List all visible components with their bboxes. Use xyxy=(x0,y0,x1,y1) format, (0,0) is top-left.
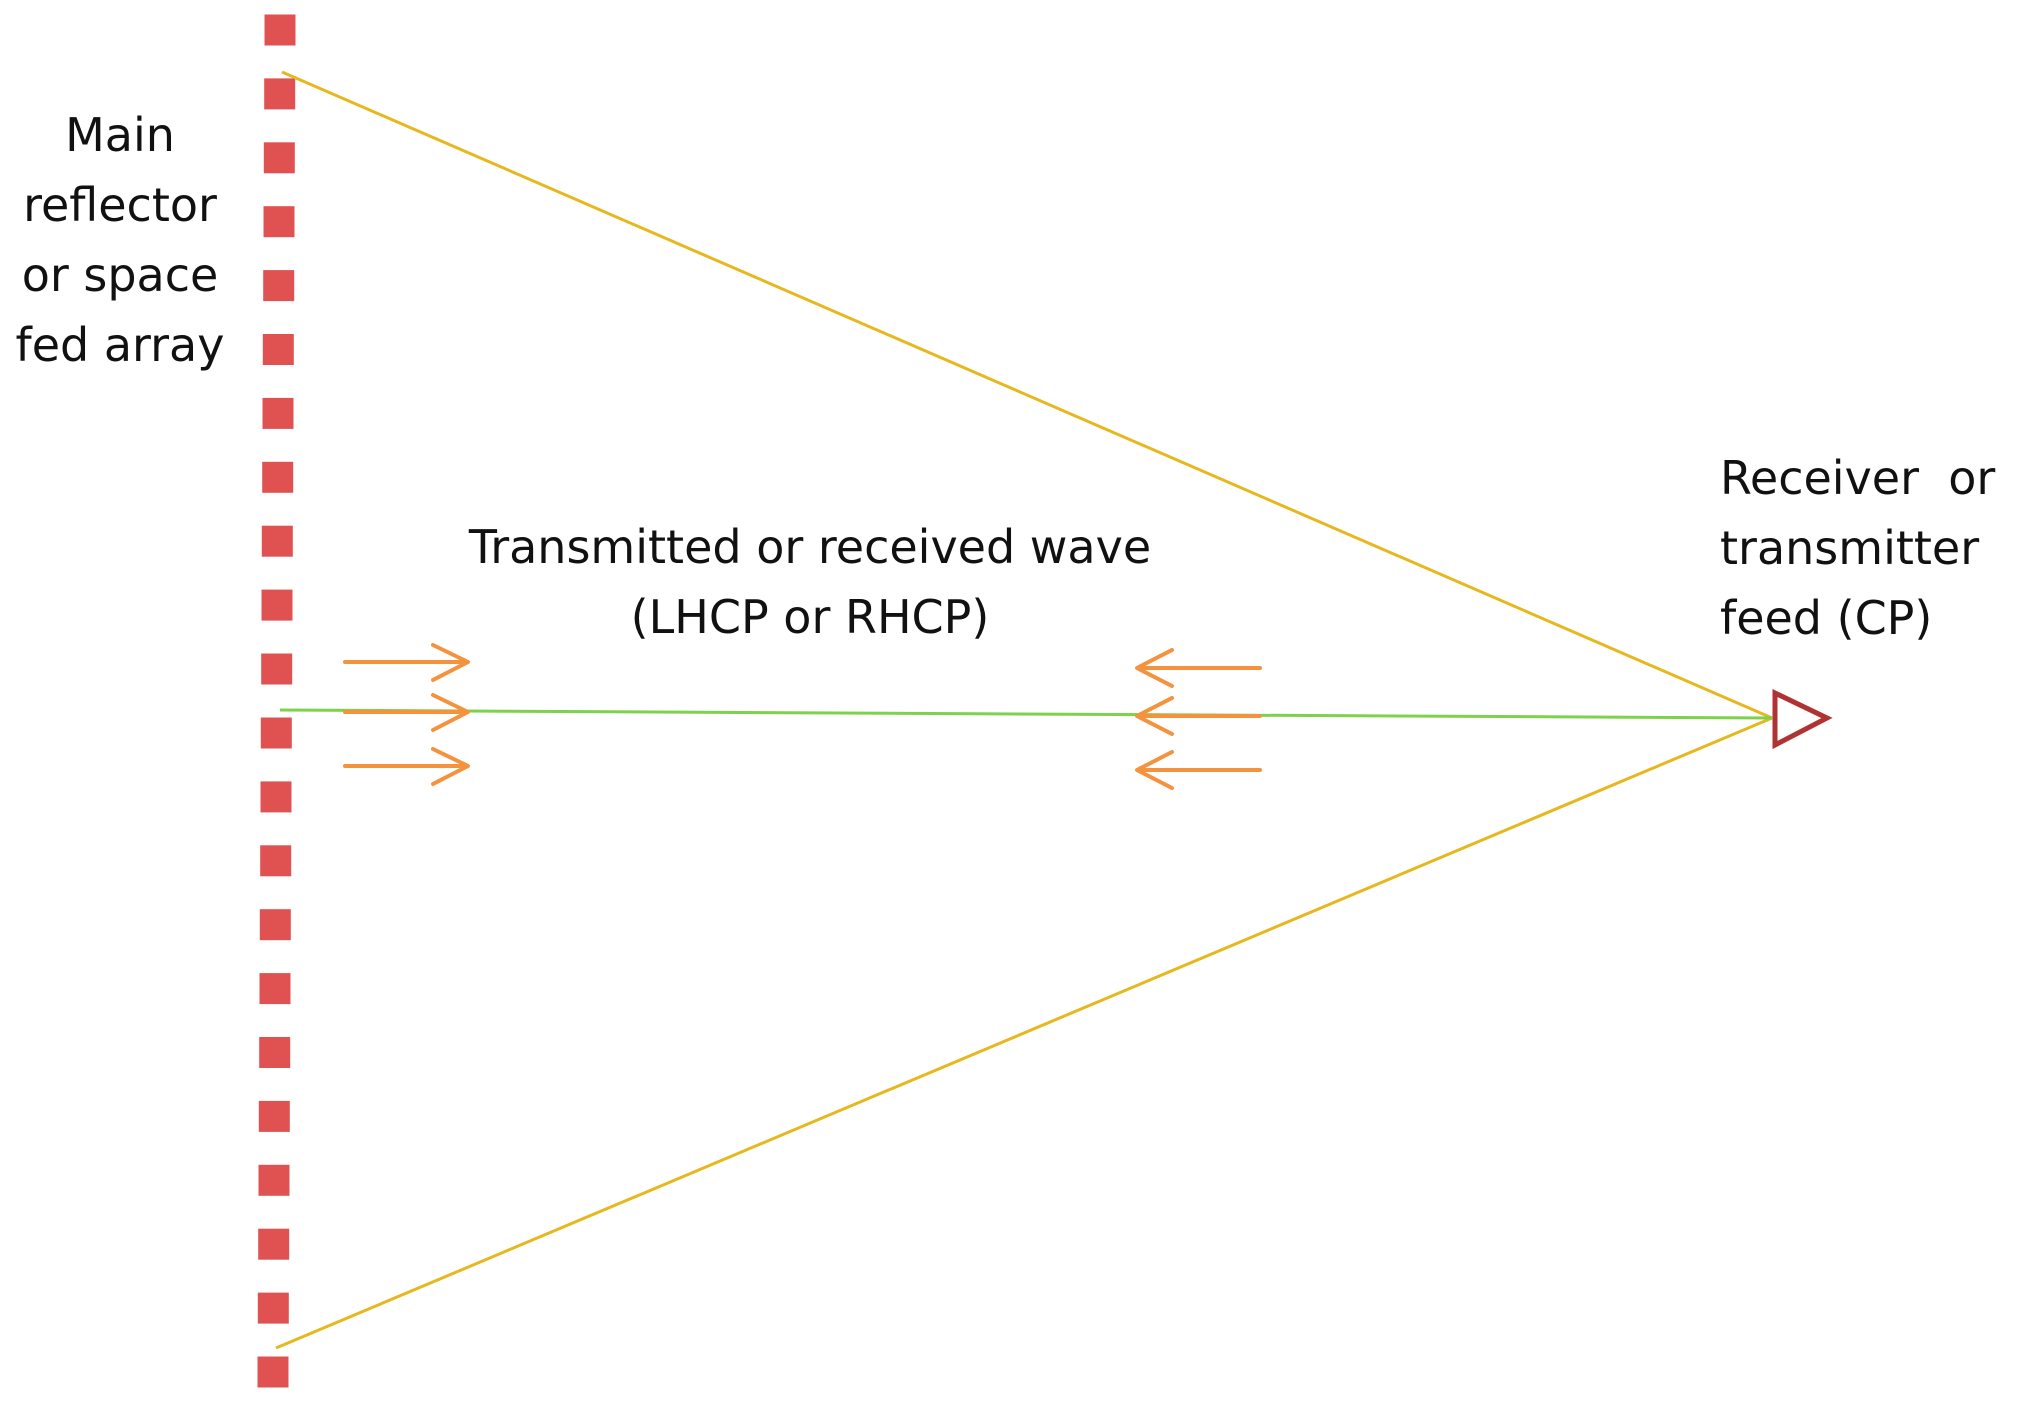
array-element xyxy=(259,909,291,941)
reflector-array xyxy=(257,14,296,1388)
lower-ray xyxy=(275,716,1773,1350)
array-element xyxy=(258,1228,290,1260)
wave-label-line: (LHCP or RHCP) xyxy=(630,590,990,644)
feed-label-line: Receiver or xyxy=(1720,451,1996,505)
left-arrow-icon xyxy=(1135,696,1262,736)
feed-label-line: feed (CP) xyxy=(1720,591,1933,645)
reflector-label: Main reflector or space fed array xyxy=(0,100,240,380)
reflector-label-line: fed array xyxy=(15,318,225,372)
array-element xyxy=(263,142,295,174)
array-element xyxy=(261,589,293,621)
right-arrow-icon xyxy=(343,643,470,682)
array-element xyxy=(263,206,295,238)
array-element xyxy=(262,461,294,493)
boresight-axis xyxy=(279,708,1773,720)
right-arrow-icon xyxy=(343,747,470,786)
incident-wave-arrows xyxy=(343,643,470,786)
array-element xyxy=(259,973,291,1005)
array-element xyxy=(259,1037,291,1068)
return-wave-arrows xyxy=(1135,648,1262,790)
feed-triangle-icon xyxy=(1772,689,1833,750)
wave-label: Transmitted or received wave (LHCP or RH… xyxy=(440,512,1180,652)
wave-label-line: Transmitted or received wave xyxy=(468,520,1152,574)
reflector-label-line: reflector xyxy=(23,178,217,232)
array-element xyxy=(258,1100,290,1132)
right-arrow-icon xyxy=(343,693,470,732)
feed-label: Receiver or transmitter feed (CP) xyxy=(1720,443,1995,653)
array-element xyxy=(261,525,293,557)
array-element xyxy=(260,781,292,813)
left-arrow-icon xyxy=(1135,648,1262,688)
array-element xyxy=(258,1164,290,1196)
array-element xyxy=(264,78,296,110)
array-element xyxy=(261,653,293,685)
array-element xyxy=(264,14,296,46)
reflector-label-line: or space xyxy=(21,248,219,302)
array-element xyxy=(260,845,292,877)
array-element xyxy=(263,270,295,302)
array-element xyxy=(257,1356,289,1388)
array-element xyxy=(260,717,292,749)
left-arrow-icon xyxy=(1135,750,1262,790)
array-element xyxy=(262,397,294,429)
reflector-label-line: Main xyxy=(65,108,175,162)
feed-label-line: transmitter xyxy=(1720,521,1980,575)
upper-ray xyxy=(281,70,1773,720)
array-element xyxy=(262,334,294,365)
array-element xyxy=(257,1292,289,1324)
